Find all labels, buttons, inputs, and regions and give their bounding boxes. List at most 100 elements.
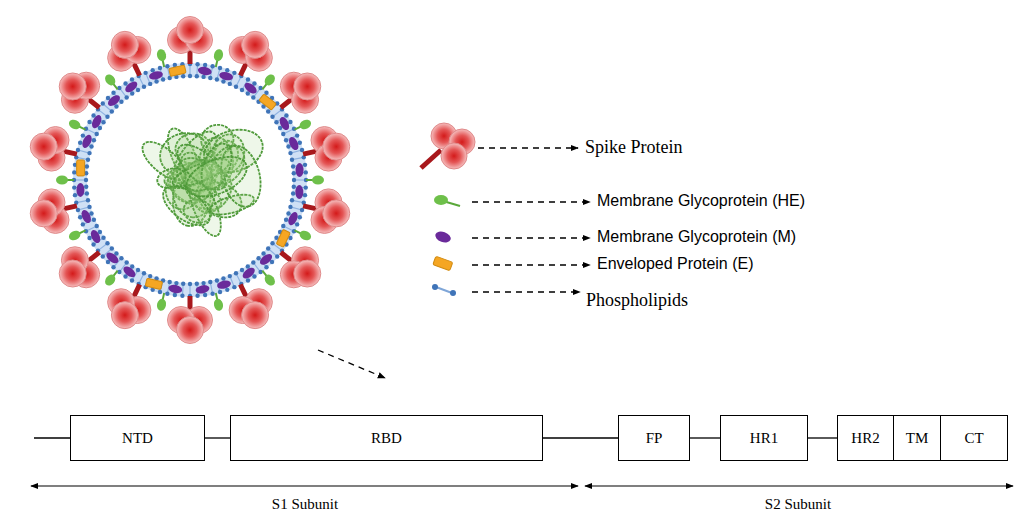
lipid-head bbox=[86, 158, 90, 162]
m-icon bbox=[434, 230, 452, 245]
m-protein bbox=[295, 185, 303, 199]
spike-lobe bbox=[30, 133, 57, 160]
chain-line bbox=[808, 437, 837, 438]
lipid-head bbox=[288, 205, 292, 209]
lipid-head bbox=[284, 218, 288, 222]
lipid-head bbox=[89, 144, 93, 148]
spike-stalk bbox=[240, 63, 246, 76]
pointer-arrow bbox=[472, 237, 590, 238]
he-head bbox=[156, 298, 167, 312]
m-protein bbox=[80, 133, 93, 149]
lipid-head bbox=[85, 191, 89, 195]
pointer-arrows bbox=[318, 148, 590, 378]
m-protein bbox=[168, 284, 183, 295]
he-head bbox=[213, 298, 224, 312]
lipid-head bbox=[284, 113, 288, 117]
m-protein bbox=[76, 183, 84, 197]
m-protein bbox=[195, 284, 210, 295]
he-head bbox=[263, 273, 278, 288]
lipid-head bbox=[161, 77, 165, 81]
lipid-head bbox=[286, 144, 290, 148]
lipid-head bbox=[165, 292, 169, 296]
lipid-head bbox=[281, 224, 285, 228]
he-head bbox=[298, 118, 313, 131]
rna-loop bbox=[181, 149, 253, 205]
lipid-head bbox=[105, 241, 109, 245]
lipid-head bbox=[92, 138, 96, 142]
m-protein bbox=[287, 135, 300, 151]
lipid-head bbox=[92, 218, 96, 222]
lipid-head bbox=[87, 120, 91, 124]
m-protein bbox=[216, 279, 231, 290]
lipid-head bbox=[291, 164, 295, 168]
lipid-head bbox=[130, 91, 134, 95]
lipid-head bbox=[288, 151, 292, 155]
spike-stalk bbox=[134, 63, 140, 76]
lipid-head bbox=[195, 294, 199, 298]
lipid-head bbox=[136, 268, 140, 272]
legend-label: Enveloped Protein (E) bbox=[597, 255, 754, 273]
m-protein bbox=[286, 211, 299, 227]
lipid-head bbox=[188, 282, 192, 286]
lipid-head bbox=[84, 178, 88, 182]
lipid-head bbox=[290, 158, 294, 162]
lipid-head bbox=[221, 276, 225, 280]
lipid-head bbox=[303, 193, 307, 197]
legend-label: Membrane Glycoprotein (M) bbox=[597, 228, 796, 246]
spike-lobe bbox=[111, 31, 138, 58]
spike-lobe bbox=[323, 133, 350, 160]
domain-box: NTD bbox=[70, 415, 205, 461]
e-protein bbox=[276, 229, 290, 247]
lipid-tail bbox=[436, 287, 452, 293]
lipid-head bbox=[101, 120, 105, 124]
pointer-arrow bbox=[478, 147, 578, 148]
lipid-head bbox=[101, 101, 105, 105]
lipid-head bbox=[181, 282, 185, 286]
lipid-head bbox=[174, 281, 178, 285]
domain-label: CT bbox=[964, 430, 983, 447]
spike-icon bbox=[421, 123, 475, 169]
lipid-head bbox=[124, 95, 128, 99]
he-head bbox=[298, 229, 313, 242]
spike-lobe bbox=[59, 73, 86, 100]
chain-line bbox=[34, 437, 70, 438]
lipid-head bbox=[195, 282, 199, 286]
spike-stalk bbox=[240, 285, 246, 298]
lipid-head bbox=[203, 293, 207, 297]
lipid-head bbox=[298, 215, 302, 219]
lipid-head bbox=[256, 256, 260, 260]
lipid-head bbox=[261, 251, 265, 255]
spike-lobe bbox=[59, 260, 86, 287]
m-protein bbox=[121, 264, 137, 279]
pointer-arrow bbox=[472, 201, 590, 202]
lipid-head bbox=[298, 141, 302, 145]
lipid-head bbox=[450, 290, 456, 296]
lipid-head bbox=[303, 163, 307, 167]
lipid-head bbox=[292, 178, 296, 182]
lipid-head bbox=[89, 211, 93, 215]
domain-box: RBD bbox=[230, 415, 543, 461]
m-protein bbox=[104, 250, 120, 265]
lipid-head bbox=[274, 120, 278, 124]
chain-line bbox=[690, 437, 720, 438]
spike-lobe bbox=[294, 260, 321, 287]
chain-line bbox=[543, 437, 618, 438]
lipid-head bbox=[87, 236, 91, 240]
lipid-head bbox=[181, 74, 185, 78]
lipid-head bbox=[246, 264, 250, 268]
lipid-head bbox=[111, 265, 115, 269]
lipid-head bbox=[110, 109, 114, 113]
lipid-head bbox=[143, 71, 147, 75]
lipid-head bbox=[240, 88, 244, 92]
domain-label: NTD bbox=[122, 430, 153, 447]
lipid-head bbox=[232, 285, 236, 289]
e-protein bbox=[169, 65, 186, 76]
lipid-head bbox=[292, 171, 296, 175]
lipid-head bbox=[218, 290, 222, 294]
lipid-head bbox=[275, 254, 279, 258]
lipid-head bbox=[124, 260, 128, 264]
lipid-head bbox=[78, 141, 82, 145]
lipid-head bbox=[251, 260, 255, 264]
lipid-head bbox=[151, 68, 155, 72]
lipid-head bbox=[266, 246, 270, 250]
